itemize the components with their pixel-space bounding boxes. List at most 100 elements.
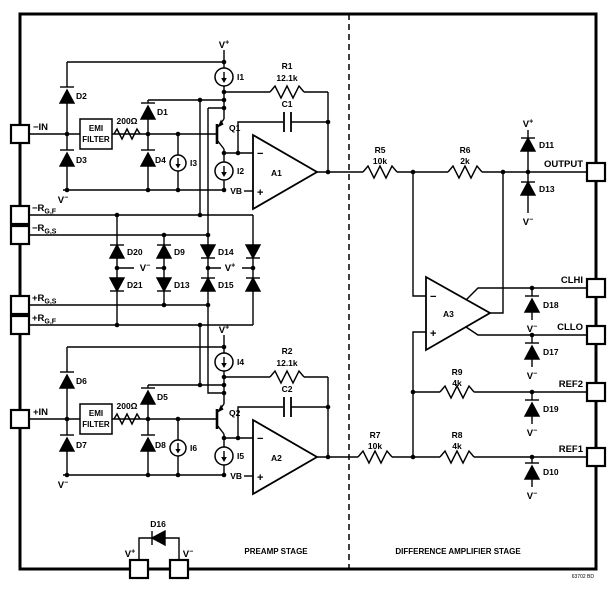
resistor-r5-name: R5 <box>375 145 386 155</box>
vplus-label-bottom: V+ <box>219 325 229 337</box>
emi-filter-top-line2: FILTER <box>82 135 110 144</box>
diode-d3-label: D3 <box>76 155 87 165</box>
diode-d19-label: D19 <box>543 404 559 414</box>
diode-d13-mid <box>155 277 173 293</box>
rin-top-label: 200Ω <box>117 116 138 126</box>
vminus-label-mid: V− <box>140 263 150 275</box>
opamp-a1-plus: + <box>257 187 263 199</box>
diode-d20 <box>108 243 126 259</box>
vplus-label-top: V+ <box>219 40 229 52</box>
resistor-200ohm-top-symbol <box>113 127 141 141</box>
diode-d4 <box>139 149 157 167</box>
pad-neg-in <box>9 123 31 145</box>
pad-v-minus <box>168 558 190 580</box>
pad-neg-rgf <box>9 204 31 226</box>
transistor-q1-label: Q1 <box>229 123 241 133</box>
opamp-a2-label: A2 <box>271 453 282 463</box>
pin-label-ref2: REF2 <box>559 379 583 390</box>
resistor-r1-value: 12.1k <box>276 73 298 83</box>
current-source-i3 <box>169 154 187 172</box>
vminus-label-d13: V− <box>523 217 533 229</box>
diode-d8-label: D8 <box>155 440 166 450</box>
vb-label-a2: VB <box>230 471 242 481</box>
pin-label-pos-in: +IN <box>33 407 48 418</box>
resistor-r9-name: R9 <box>452 367 463 377</box>
diode-d8 <box>139 434 157 452</box>
pin-label-pos-rgs: +RG,S <box>32 293 57 306</box>
opamp-a1-triangle <box>252 133 319 211</box>
diode-d17-label: D17 <box>543 347 559 357</box>
diode-d6-label: D6 <box>76 376 87 386</box>
junction-dots <box>64 59 535 478</box>
pad-cllo <box>585 324 607 346</box>
pad-pos-rgs <box>9 294 31 316</box>
current-source-i1 <box>214 67 234 87</box>
pad-pos-in <box>9 408 31 430</box>
wires <box>29 50 587 560</box>
transistor-q2-label: Q2 <box>229 408 241 418</box>
vminus-label-d10: V− <box>527 491 537 503</box>
resistor-r5-value: 10k <box>373 156 387 166</box>
pin-pads <box>9 123 607 580</box>
source-i2-label: I2 <box>237 166 244 176</box>
current-source-i4 <box>214 352 234 372</box>
resistor-r9-symbol <box>439 384 475 400</box>
difference-amplifier-stage-label: DIFFERENCE AMPLIFIER STAGE <box>395 547 521 556</box>
vminus-label-top-rail: V− <box>58 195 68 207</box>
diode-d19 <box>523 399 541 417</box>
source-i1-label: I1 <box>237 72 244 82</box>
emi-filter-box-bottom <box>79 403 113 435</box>
resistor-r6-symbol <box>447 164 483 180</box>
source-i3-label: I3 <box>190 158 197 168</box>
capacitor-symbols <box>283 112 292 417</box>
diode-d14-label: D14 <box>218 247 234 257</box>
pad-ref2 <box>585 381 607 403</box>
resistor-r7-value: 10k <box>368 441 382 451</box>
vplus-label-mid: V+ <box>225 263 235 275</box>
pad-pos-rgf <box>9 314 31 336</box>
diode-d16 <box>150 529 166 547</box>
diode-d13-out <box>519 180 537 196</box>
diode-d10 <box>523 462 541 480</box>
emi-filter-box-top <box>79 118 113 150</box>
resistor-r1-name: R1 <box>282 61 293 71</box>
diode-d9-label: D9 <box>174 247 185 257</box>
capacitor-c1-label: C1 <box>282 99 293 109</box>
source-i5-label: I5 <box>237 451 244 461</box>
pad-v-plus <box>128 558 150 580</box>
diode-d11-label: D11 <box>539 140 554 150</box>
diode-d5-label: D5 <box>157 392 168 402</box>
pad-ref1 <box>585 446 607 468</box>
resistor-200ohm-bottom-symbol <box>113 412 141 426</box>
diode-d13-out-label: D13 <box>539 184 555 194</box>
opamp-a2-plus: + <box>257 472 263 484</box>
transistor-q2 <box>215 404 224 429</box>
opamp-a2-minus: − <box>257 433 263 445</box>
pin-label-clhi: CLHI <box>561 275 583 286</box>
pad-neg-rgs <box>9 224 31 246</box>
opamp-a3-minus: − <box>430 291 436 303</box>
emi-filter-bottom-line1: EMI <box>89 409 103 418</box>
diode-pair-outer-right <box>244 244 262 292</box>
current-source-i2 <box>214 161 234 181</box>
pin-label-neg-rgf: −RG,F <box>32 203 57 216</box>
resistor-r5-symbol <box>362 164 398 180</box>
resistor-r6-name: R6 <box>460 145 471 155</box>
preamp-stage-label: PREAMP STAGE <box>244 547 308 556</box>
resistor-r1-symbol <box>269 84 305 100</box>
opamp-a1-label: A1 <box>271 168 282 178</box>
opamps <box>252 133 492 496</box>
diode-d6 <box>58 371 76 389</box>
diode-d7 <box>58 434 76 452</box>
emi-filter-top-line1: EMI <box>89 124 103 133</box>
current-source-i6 <box>169 439 187 457</box>
pin-label-ref1: REF1 <box>559 444 584 455</box>
diode-d1 <box>139 102 157 120</box>
diode-d3 <box>58 149 76 167</box>
capacitor-c2-label: C2 <box>282 384 293 394</box>
resistor-r8-symbol <box>439 449 475 465</box>
diode-d9 <box>155 243 173 259</box>
resistor-r9-value: 4k <box>452 378 462 388</box>
